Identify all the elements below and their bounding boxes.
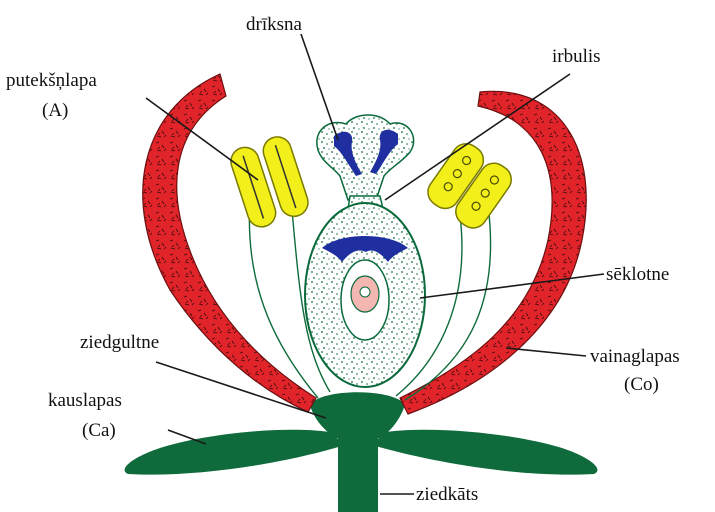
stigma bbox=[317, 115, 414, 200]
label-ziedkats: ziedkāts bbox=[416, 484, 478, 505]
label-seklotne: sēklotne bbox=[606, 264, 669, 285]
anther-left bbox=[227, 133, 311, 230]
leader-driksna bbox=[301, 34, 338, 140]
label-vainaglapas-abbr: (Co) bbox=[624, 374, 659, 395]
label-vainaglapas: vainaglapas bbox=[590, 346, 680, 367]
label-puteksnlapa-abbr: (A) bbox=[42, 100, 68, 121]
label-irbulis: irbulis bbox=[552, 46, 601, 67]
label-puteksnlapa: putekšņlapa bbox=[6, 70, 97, 91]
stem bbox=[338, 430, 378, 512]
ovule-core bbox=[360, 287, 370, 297]
petal-left bbox=[143, 74, 316, 412]
leader-vainaglapas bbox=[506, 348, 586, 356]
label-kauslapas: kauslapas bbox=[48, 390, 122, 411]
sepal-right bbox=[372, 430, 597, 475]
label-kauslapas-abbr: (Ca) bbox=[82, 420, 116, 441]
petal-right bbox=[400, 91, 586, 414]
label-ziedgultne: ziedgultne bbox=[80, 332, 159, 353]
receptacle bbox=[310, 392, 405, 438]
sepal-left bbox=[125, 430, 345, 475]
leader-seklotne bbox=[420, 274, 604, 298]
label-driksna: drīksna bbox=[246, 14, 303, 35]
anther-right bbox=[422, 138, 516, 233]
